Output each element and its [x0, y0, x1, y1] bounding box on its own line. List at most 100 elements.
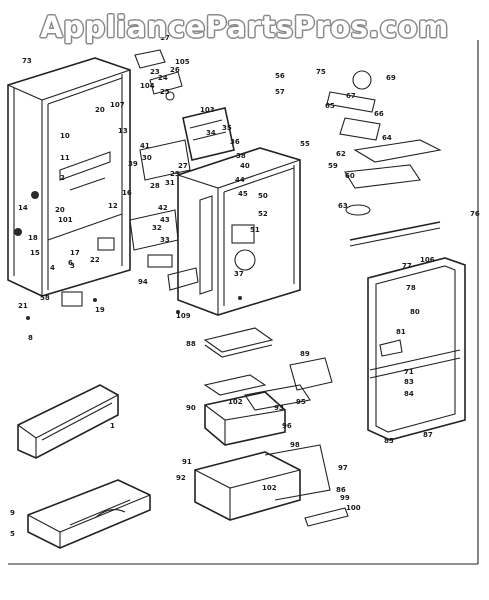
callout-45: 45	[238, 190, 248, 198]
callout-93: 93	[274, 404, 284, 412]
callout-44: 44	[235, 176, 245, 184]
callout-105: 105	[175, 58, 190, 66]
callout-39: 39	[128, 160, 138, 168]
callout-34: 34	[206, 129, 216, 137]
callout-66: 66	[374, 110, 384, 118]
callout-8: 8	[28, 334, 33, 342]
callout-55: 55	[300, 140, 310, 148]
callout-18: 18	[28, 234, 38, 242]
callout-3: 3	[70, 262, 75, 270]
callout-43: 43	[160, 216, 170, 224]
callout-76: 76	[470, 210, 480, 218]
callout-103: 103	[200, 106, 215, 114]
callout-38: 38	[236, 152, 246, 160]
callout-100: 100	[346, 504, 361, 512]
callout-14: 14	[18, 204, 28, 212]
callout-21: 21	[18, 302, 28, 310]
lower-drawer	[194, 444, 349, 527]
callout-16: 16	[122, 189, 132, 197]
callout-10: 10	[60, 132, 70, 140]
callout-90: 90	[186, 404, 196, 412]
callout-4: 4	[50, 264, 55, 272]
callout-83: 83	[404, 378, 414, 386]
callout-17: 17	[160, 34, 170, 42]
callout-85: 85	[384, 437, 394, 445]
callout-22: 22	[90, 256, 100, 264]
watermark: AppliancePartsPros.com	[40, 10, 449, 44]
callout-63: 63	[338, 202, 348, 210]
callout-102: 102	[228, 398, 243, 406]
callout-75: 75	[316, 68, 326, 76]
callout-33: 33	[160, 236, 170, 244]
callout-57: 57	[275, 88, 285, 96]
callout-59: 59	[328, 162, 338, 170]
callout-106: 106	[420, 256, 435, 264]
callout-88: 88	[186, 340, 196, 348]
callout-104: 104	[140, 82, 155, 90]
callout-50: 50	[258, 192, 268, 200]
callout-27: 27	[178, 162, 188, 170]
toe-grille	[17, 384, 119, 459]
callout-41: 41	[140, 142, 150, 150]
callout-2: 2	[60, 174, 65, 182]
callout-30: 30	[142, 154, 152, 162]
callout-28: 28	[150, 182, 160, 190]
callout-71: 71	[404, 368, 414, 376]
callout-96: 96	[282, 422, 292, 430]
refrigerator-door	[367, 257, 466, 441]
callout-25: 25	[160, 88, 170, 96]
callout-35: 35	[222, 124, 232, 132]
ice-maker	[326, 70, 442, 247]
callout-80: 80	[410, 308, 420, 316]
shelf-and-crisper	[203, 327, 333, 446]
freezer-liner	[177, 147, 301, 316]
callout-31: 31	[165, 179, 175, 187]
callout-37: 37	[234, 270, 244, 278]
callout-101: 101	[58, 216, 73, 224]
callout-20: 20	[55, 206, 65, 214]
callout-17: 17	[70, 249, 80, 257]
callout-19: 19	[95, 306, 105, 314]
callout-89: 89	[300, 350, 310, 358]
callout-6: 6	[68, 259, 73, 267]
small-parts	[14, 191, 242, 320]
callout-12: 12	[108, 202, 118, 210]
callout-9: 9	[10, 509, 15, 517]
callout-5: 5	[10, 530, 15, 538]
callout-109: 109	[176, 312, 191, 320]
cabinet-liner	[7, 57, 131, 297]
callout-84: 84	[404, 390, 414, 398]
figure-frame	[8, 40, 479, 565]
drain-pan	[27, 479, 151, 549]
callout-60: 60	[345, 172, 355, 180]
callout-29: 29	[170, 170, 180, 178]
callout-15: 15	[30, 249, 40, 257]
callout-40: 40	[240, 162, 250, 170]
callout-23: 23	[150, 68, 160, 76]
callout-87: 87	[423, 431, 433, 439]
callout-42: 42	[158, 204, 168, 212]
callout-51: 51	[250, 226, 260, 234]
callout-95: 95	[296, 398, 306, 406]
callout-56: 56	[275, 72, 285, 80]
callout-86: 86	[336, 486, 346, 494]
callout-73: 73	[22, 57, 32, 65]
callout-52: 52	[258, 210, 268, 218]
callout-58: 58	[40, 294, 50, 302]
callout-97: 97	[338, 464, 348, 472]
callout-20: 20	[95, 106, 105, 114]
callout-24: 24	[158, 74, 168, 82]
fan-housing	[182, 107, 235, 161]
callout-62: 62	[336, 150, 346, 158]
callout-65: 65	[325, 102, 335, 110]
callout-91: 91	[182, 458, 192, 466]
callout-92: 92	[176, 474, 186, 482]
callout-1: 1	[110, 422, 115, 430]
callout-67: 67	[346, 92, 356, 100]
callout-11: 11	[60, 154, 70, 162]
callout-32: 32	[152, 224, 162, 232]
callout-98: 98	[290, 441, 300, 449]
